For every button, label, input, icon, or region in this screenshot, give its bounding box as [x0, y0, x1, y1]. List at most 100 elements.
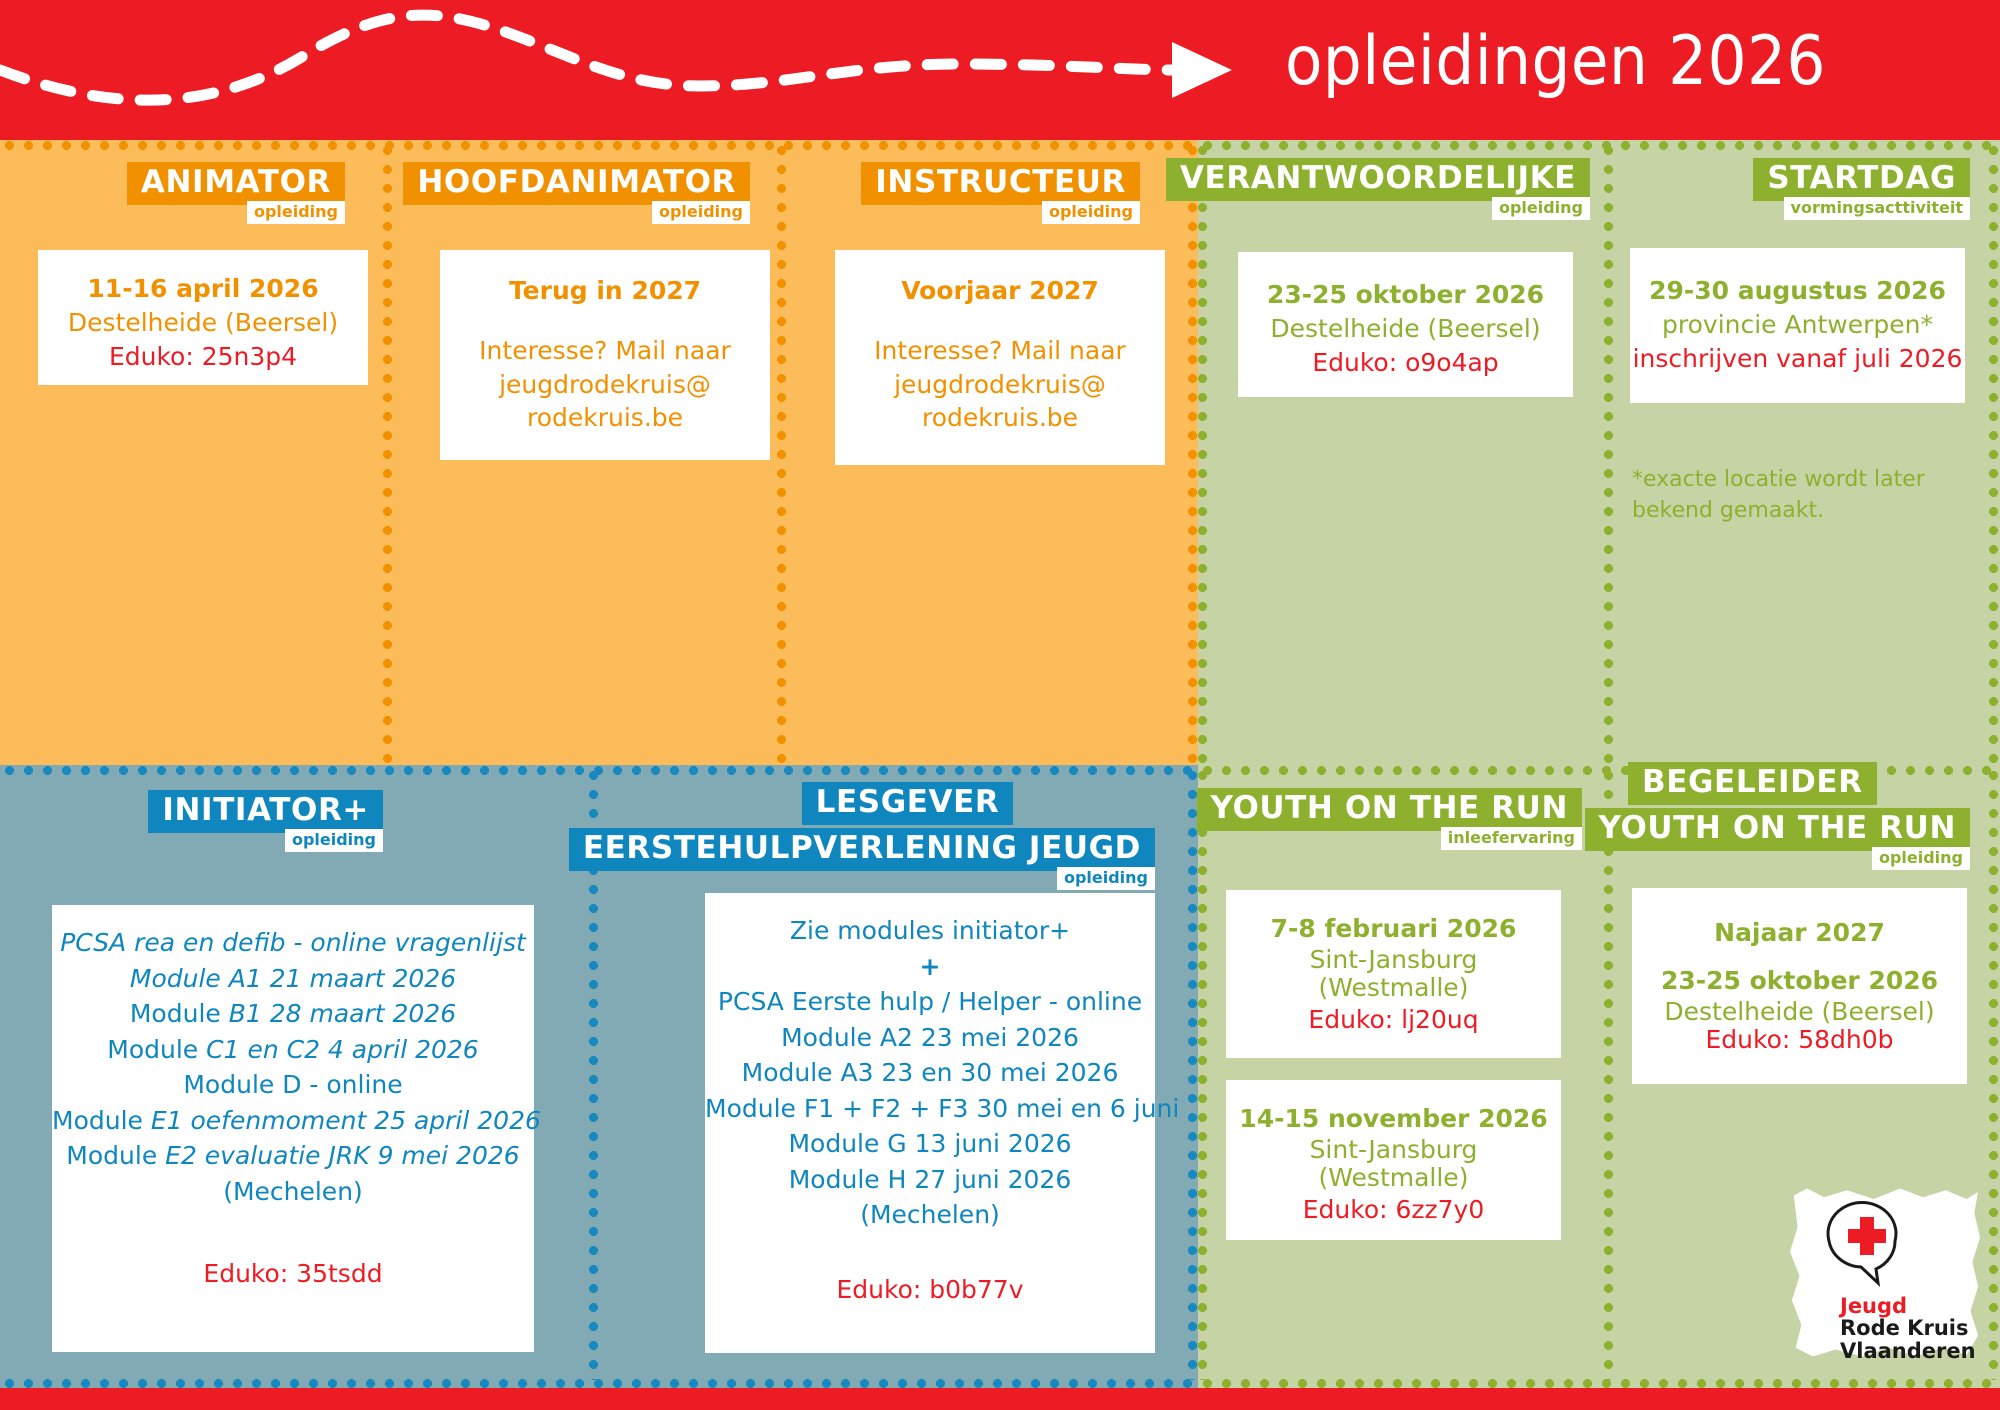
initiator-subtitle: opleiding: [284, 829, 383, 852]
verantwoordelijke-location: Destelheide (Beersel): [1270, 313, 1541, 343]
divider-green-left-top: [1198, 141, 1207, 765]
hoofdanimator-card: Terug in 2027 Interesse? Mail naar jeugd…: [440, 250, 770, 460]
divider-orange-top: [0, 141, 1198, 150]
lesgever-line: Module A3 23 en 30 mei 2026: [741, 1058, 1119, 1087]
begeleider-eduko: Eduko: 58dh0b: [1705, 1025, 1894, 1055]
lesgever-line: PCSA Eerste hulp / Helper - online: [717, 987, 1143, 1016]
youth-on-the-run-title-block: YOUTH ON THE RUN inleefervaring: [1196, 788, 1582, 854]
initiator-title-block: INITIATOR+ opleiding: [148, 790, 383, 856]
divider-orange-right: [1188, 141, 1197, 765]
hoofdanimator-contact-line2: jeugdrodekruis@: [499, 369, 711, 399]
startdag-card: 29-30 augustus 2026 provincie Antwerpen*…: [1630, 248, 1965, 403]
initiator-module-row: Module D - online: [183, 1070, 403, 1099]
divider-blue-right: [1188, 766, 1197, 1380]
initiator-module-row: Module E2 evaluatie JRK 9 mei 2026: [66, 1141, 520, 1170]
youth-card1-date: 7-8 februari 2026: [1270, 914, 1517, 943]
bottom-red-strip: [0, 1388, 2000, 1410]
verantwoordelijke-title-block: VERANTWOORDELIJKE opleiding: [1165, 158, 1590, 224]
lesgever-title-block: LESGEVER EERSTEHULPVERLENING JEUGD oplei…: [568, 782, 1155, 894]
green-section-top-bg: [1198, 140, 2000, 765]
verantwoordelijke-eduko: Eduko: o9o4ap: [1312, 347, 1499, 377]
instructeur-contact-line3: rodekruis.be: [921, 403, 1079, 433]
hoofdanimator-badge: HOOFDANIMATOR: [403, 162, 750, 205]
logo-jeugd-text: Jeugd: [1840, 1294, 1908, 1318]
begeleider-subtitle: opleiding: [1871, 847, 1970, 870]
startdag-footnote-line1: *exacte locatie wordt later: [1632, 467, 1925, 492]
hoofdanimator-title-block: HOOFDANIMATOR opleiding: [403, 162, 750, 228]
divider-verantwoordelijke-startdag: [1604, 141, 1613, 765]
instructeur-contact-line1: Interesse? Mail naar: [874, 335, 1126, 365]
initiator-module-row: Module E1 oefenmoment 25 april 2026: [52, 1105, 541, 1135]
divider-hoofdanimator-instructeur: [777, 141, 786, 765]
lesgever-card: Zie modules initiator+ + PCSA Eerste hul…: [705, 893, 1180, 1353]
begeleider-badge-line1: BEGELEIDER: [1628, 762, 1877, 805]
begeleider-card: Najaar 2027 23-25 oktober 2026 Destelhei…: [1632, 888, 1967, 1084]
instructeur-contact-line2: jeugdrodekruis@: [894, 369, 1106, 399]
youth-card2-location-line2: (Westmalle): [1318, 1163, 1469, 1193]
animator-subtitle: opleiding: [246, 201, 345, 224]
startdag-footnote-line2: bekend gemaakt.: [1632, 497, 1825, 523]
startdag-title-block: STARTDAG vormingsacttiviteit: [1625, 158, 1970, 224]
lesgever-line: Module G 13 juni 2026: [788, 1129, 1072, 1158]
page-title: opleidingen 2026: [1285, 22, 1826, 101]
divider-blue-top: [0, 766, 1198, 775]
lesgever-eduko: Eduko: b0b77v: [836, 1274, 1024, 1304]
poster-header: opleidingen 2026: [0, 0, 2000, 140]
hoofdanimator-subtitle: opleiding: [651, 201, 750, 224]
youth-card2-date: 14-15 november 2026: [1239, 1104, 1548, 1133]
animator-eduko: Eduko: 25n3p4: [108, 341, 298, 371]
initiator-card: PCSA rea en defib - online vragenlijst M…: [52, 905, 541, 1352]
lesgever-line: Module H 27 juni 2026: [788, 1164, 1072, 1194]
begeleider-badge-line2: YOUTH ON THE RUN: [1584, 808, 1970, 851]
divider-green-bottom: [1198, 1379, 2000, 1388]
startdag-badge: STARTDAG: [1753, 158, 1970, 201]
instructeur-subtitle: opleiding: [1041, 201, 1140, 224]
lesgever-line: Module A2 23 mei 2026: [781, 1022, 1079, 1052]
startdag-location: provincie Antwerpen*: [1662, 309, 1933, 339]
verantwoordelijke-card: 23-25 oktober 2026 Destelheide (Beersel)…: [1238, 252, 1573, 397]
logo-wordmark: Jeugd Rode Kruis Vlaanderen: [1840, 1295, 1976, 1362]
youth-card2-location-line1: Sint-Jansburg: [1309, 1134, 1478, 1164]
initiator-module-row: Module A1 21 maart 2026: [129, 963, 457, 993]
logo-vlaanderen-text: Vlaanderen: [1840, 1338, 1976, 1363]
verantwoordelijke-badge: VERANTWOORDELIJKE: [1165, 158, 1590, 201]
instructeur-date: Voorjaar 2027: [901, 276, 1099, 305]
youth-card1-location-line1: Sint-Jansburg: [1309, 944, 1478, 974]
lesgever-line: Module F1 + F2 + F3 30 mei en 6 juni: [705, 1093, 1180, 1123]
divider-blue-bottom: [0, 1379, 1198, 1388]
instructeur-card: Voorjaar 2027 Interesse? Mail naar jeugd…: [835, 250, 1165, 465]
lesgever-line: (Mechelen): [860, 1200, 1000, 1229]
youth-on-the-run-card-2: 14-15 november 2026 Sint-Jansburg (Westm…: [1226, 1080, 1561, 1240]
animator-card: 11-16 april 2026 Destelheide (Beersel) E…: [38, 250, 368, 385]
divider-green-bottom-top: [1198, 766, 2000, 775]
lesgever-subtitle: opleiding: [1056, 867, 1155, 890]
dashed-path-arrow-icon: [0, 9, 1232, 106]
hoofdanimator-date: Terug in 2027: [508, 276, 702, 305]
startdag-date: 29-30 augustus 2026: [1649, 276, 1946, 305]
startdag-footnote: *exacte locatie wordt later bekend gemaa…: [1632, 465, 1932, 527]
divider-green-right-top: [1989, 141, 1998, 765]
initiator-eduko: Eduko: 35tsdd: [203, 1259, 383, 1288]
animator-location: Destelheide (Beersel): [67, 307, 339, 337]
divider-animator-hoofdanimator: [383, 141, 392, 765]
initiator-module-row: PCSA rea en defib - online vragenlijst: [60, 928, 526, 957]
youth-on-the-run-card-1: 7-8 februari 2026 Sint-Jansburg (Westmal…: [1226, 890, 1561, 1058]
begeleider-date-2: 23-25 oktober 2026: [1660, 965, 1939, 995]
initiator-module-row: Module C1 en C2 4 april 2026: [107, 1034, 479, 1064]
youth-card1-location-line2: (Westmalle): [1318, 973, 1469, 1003]
divider-green-right-bottom: [1989, 766, 1998, 1380]
begeleider-title-block: BEGELEIDER YOUTH ON THE RUN opleiding: [1584, 762, 1970, 874]
divider-green-left-bottom: [1198, 766, 1207, 1380]
youth-on-the-run-badge: YOUTH ON THE RUN: [1196, 788, 1582, 831]
hoofdanimator-contact-line1: Interesse? Mail naar: [479, 335, 731, 365]
begeleider-date-1: Najaar 2027: [1714, 918, 1885, 947]
lesgever-badge-line2: EERSTEHULPVERLENING JEUGD: [568, 828, 1155, 871]
hoofdanimator-contact-line3: rodekruis.be: [526, 403, 684, 433]
instructeur-badge: INSTRUCTEUR: [861, 162, 1140, 205]
startdag-registration-note: inschrijven vanaf juli 2026: [1632, 343, 1963, 373]
jeugd-rode-kruis-vlaanderen-logo: Jeugd Rode Kruis Vlaanderen: [1790, 1185, 1980, 1362]
verantwoordelijke-subtitle: opleiding: [1491, 197, 1590, 220]
divider-initiator-lesgever: [589, 766, 598, 1380]
lesgever-badge-line1: LESGEVER: [801, 782, 1014, 825]
youth-card1-eduko: Eduko: lj20uq: [1308, 1005, 1479, 1035]
